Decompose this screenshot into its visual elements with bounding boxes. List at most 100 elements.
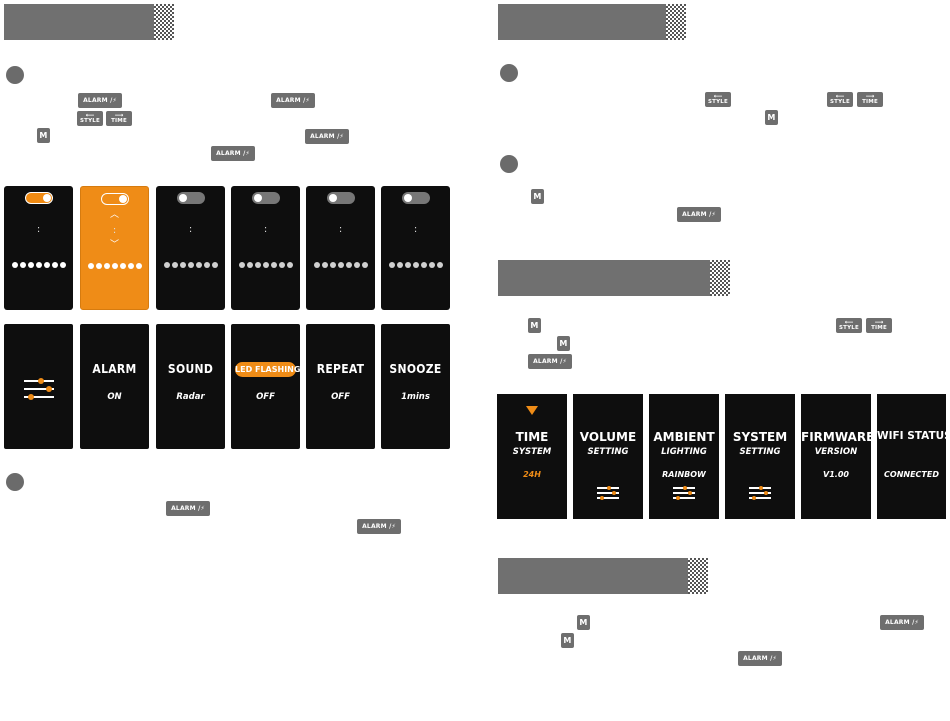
time-digits-placeholder bbox=[4, 262, 73, 268]
menu-title: WIFI STATUS bbox=[877, 430, 950, 442]
time-colon: : bbox=[188, 224, 193, 235]
system-menu-firmware: FIRMWARE VERSION V1.00 bbox=[801, 394, 875, 519]
time-key-icon: ⟶TIME bbox=[866, 318, 892, 333]
time-digits-placeholder bbox=[381, 262, 450, 268]
menu-value: CONNECTED bbox=[884, 470, 939, 479]
time-key-icon: ⟶TIME bbox=[106, 111, 132, 126]
alarm-panel-5: : bbox=[306, 186, 375, 310]
step-marker-1 bbox=[6, 66, 24, 84]
section-header-system bbox=[498, 260, 730, 296]
alarm-menu-settings-icon-panel bbox=[4, 324, 73, 449]
menu-title: SYSTEM bbox=[732, 430, 788, 444]
alarm-key-icon: ALARM /⚡ bbox=[166, 501, 210, 516]
style-key-icon: ⟵STYLE bbox=[827, 92, 853, 107]
alarm-key-icon: ALARM /⚡ bbox=[880, 615, 924, 630]
header-checker-pattern bbox=[666, 4, 686, 40]
time-colon: : bbox=[413, 224, 418, 235]
alarm-menu-snooze: SNOOZE 1mins bbox=[381, 324, 450, 449]
m-key-icon: M bbox=[557, 336, 570, 351]
system-menu-time: TIME SYSTEM 24H bbox=[497, 394, 567, 519]
alarm-menu-repeat: REPEAT OFF bbox=[306, 324, 375, 449]
time-digits-placeholder bbox=[306, 262, 375, 268]
time-key-icon: ⟶TIME bbox=[857, 92, 883, 107]
menu-title: AMBIENT bbox=[653, 430, 715, 444]
time-digits-placeholder bbox=[156, 262, 225, 268]
menu-title: ALARM bbox=[92, 362, 137, 376]
alarm-menu-sound: SOUND Radar bbox=[156, 324, 225, 449]
m-key-icon: M bbox=[577, 615, 590, 630]
style-key-icon: ⟵STYLE bbox=[77, 111, 103, 126]
style-key-icon: ⟵STYLE bbox=[836, 318, 862, 333]
alarm-toggle-on bbox=[100, 193, 129, 205]
m-key-icon: M bbox=[561, 633, 574, 648]
menu-value: OFF bbox=[256, 392, 275, 402]
alarm-panel-6: : bbox=[381, 186, 450, 310]
alarm-menu-led-flashing: LED FLASHING OFF bbox=[231, 324, 300, 449]
alarm-key-icon: ALARM /⚡ bbox=[357, 519, 401, 534]
alarm-key-icon: ALARM /⚡ bbox=[211, 146, 255, 161]
system-menu-volume: VOLUME SETTING bbox=[573, 394, 643, 519]
alarm-panel-3: : bbox=[156, 186, 225, 310]
m-key-icon: M bbox=[37, 128, 50, 143]
menu-value: RAINBOW bbox=[662, 470, 706, 479]
step-marker-1 bbox=[500, 64, 518, 82]
time-colon: : bbox=[338, 224, 343, 235]
time-colon: : bbox=[112, 225, 117, 236]
alarm-toggle-off bbox=[401, 192, 430, 204]
header-checker-pattern bbox=[688, 558, 708, 594]
time-digits-placeholder bbox=[81, 263, 148, 269]
section-header-reset bbox=[498, 558, 708, 594]
menu-value: 1mins bbox=[401, 392, 430, 402]
menu-value: 24H bbox=[523, 470, 541, 479]
alarm-key-icon: ALARM /⚡ bbox=[305, 129, 349, 144]
time-digits-placeholder bbox=[231, 262, 300, 268]
menu-subtitle: SETTING bbox=[739, 447, 781, 457]
m-key-icon: M bbox=[528, 318, 541, 333]
alarm-key-icon: ALARM /⚡ bbox=[78, 93, 122, 108]
alarm-key-icon: ALARM /⚡ bbox=[677, 207, 721, 222]
menu-subtitle: LIGHTING bbox=[661, 447, 707, 457]
alarm-panel-2-selected: ︿ : ﹀ bbox=[80, 186, 149, 310]
alarm-panel-1: : bbox=[4, 186, 73, 310]
menu-title: REPEAT bbox=[316, 362, 365, 376]
m-key-icon: M bbox=[531, 189, 544, 204]
step-marker-2 bbox=[500, 155, 518, 173]
menu-title: VOLUME bbox=[579, 430, 637, 444]
header-checker-pattern bbox=[154, 4, 174, 40]
menu-subtitle: VERSION bbox=[814, 447, 858, 457]
alarm-toggle-on bbox=[24, 192, 53, 204]
m-key-icon: M bbox=[765, 110, 778, 125]
alarm-menu-alarm: ALARM ON bbox=[80, 324, 149, 449]
menu-subtitle: SYSTEM bbox=[512, 447, 552, 457]
selection-triangle-icon bbox=[526, 406, 538, 415]
menu-value: Radar bbox=[176, 392, 205, 402]
sliders-icon bbox=[597, 485, 619, 500]
alarm-toggle-off bbox=[251, 192, 280, 204]
sliders-icon bbox=[749, 485, 771, 500]
time-colon: : bbox=[36, 224, 41, 235]
section-header-alarm bbox=[4, 4, 174, 40]
menu-value: ON bbox=[107, 392, 122, 402]
menu-value: OFF bbox=[331, 392, 350, 402]
alarm-panel-4: : bbox=[231, 186, 300, 310]
menu-title-highlighted: LED FLASHING bbox=[235, 362, 300, 377]
section-header-clock-style bbox=[498, 4, 686, 40]
system-menu-ambient: AMBIENT LIGHTING RAINBOW bbox=[649, 394, 719, 519]
sliders-icon bbox=[24, 376, 54, 402]
menu-title: SOUND bbox=[167, 362, 214, 376]
time-colon: : bbox=[263, 224, 268, 235]
sliders-icon bbox=[673, 485, 695, 500]
menu-title: FIRMWARE bbox=[801, 430, 875, 444]
alarm-key-icon: ALARM /⚡ bbox=[528, 354, 572, 369]
menu-subtitle: SETTING bbox=[587, 447, 629, 457]
step-marker-2 bbox=[6, 473, 24, 491]
chevron-up-icon: ︿ bbox=[109, 210, 119, 220]
system-menu-wifi-status: WIFI STATUS CONNECTED bbox=[877, 394, 950, 519]
menu-title: SNOOZE bbox=[389, 362, 442, 376]
system-menu-system: SYSTEM SETTING bbox=[725, 394, 795, 519]
alarm-toggle-off bbox=[326, 192, 355, 204]
chevron-down-icon: ﹀ bbox=[109, 240, 119, 250]
alarm-toggle-off bbox=[176, 192, 205, 204]
menu-value: V1.00 bbox=[823, 470, 849, 479]
header-checker-pattern bbox=[710, 260, 730, 296]
